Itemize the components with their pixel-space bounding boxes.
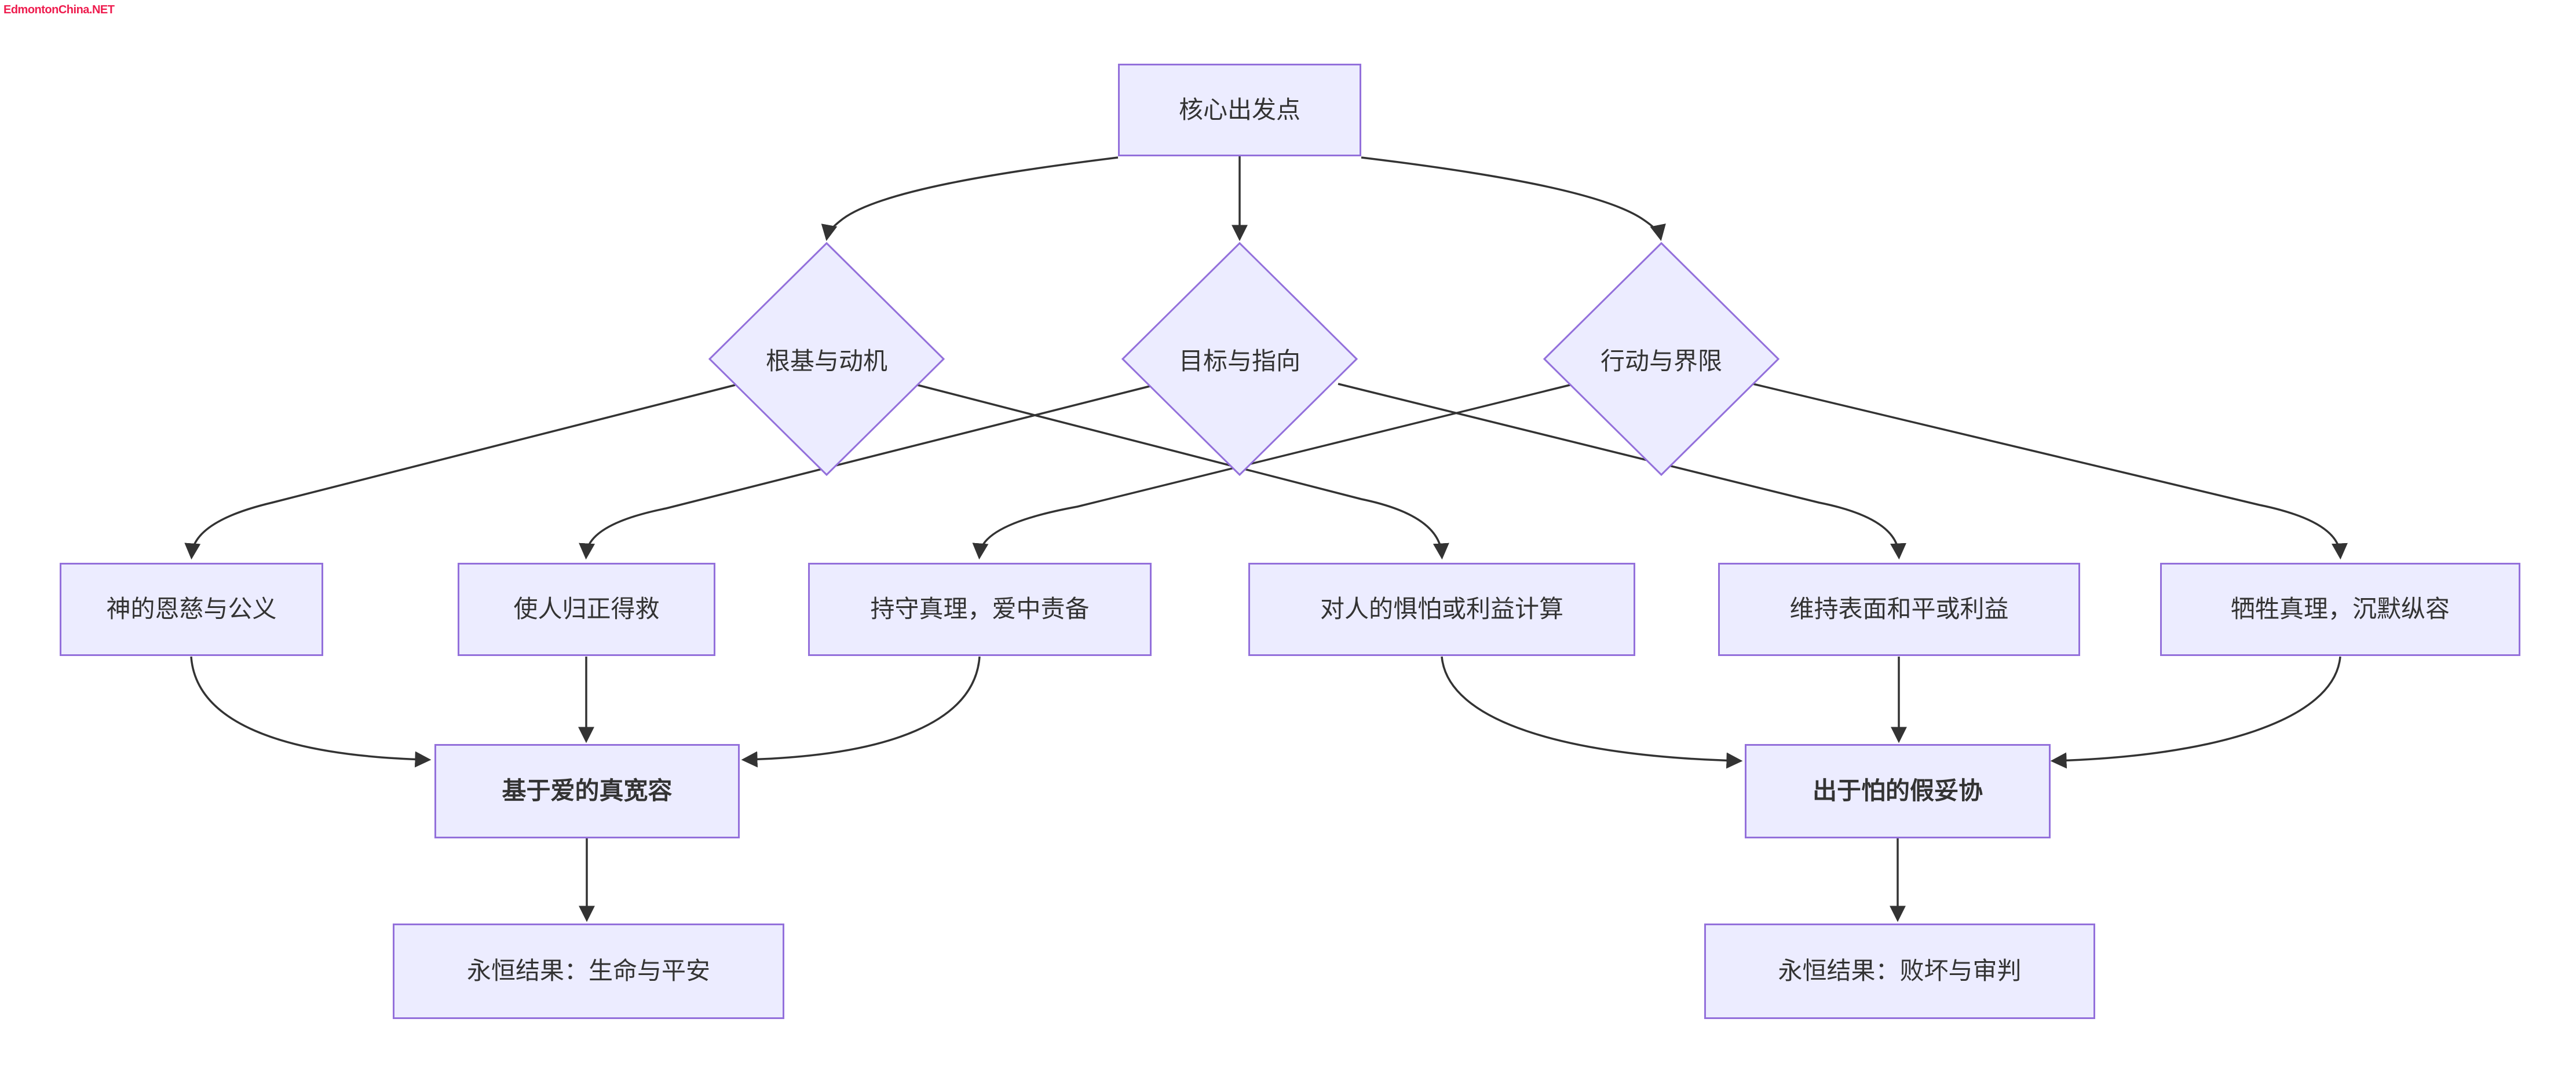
edge-G-K [741, 656, 981, 768]
edge-C-I [1338, 383, 1907, 560]
decision-diamond-action [1543, 241, 1780, 477]
edge-J-L [2050, 656, 2341, 769]
node-gods-kindness-and-justice: 神的恩慈与公义 [60, 563, 323, 656]
node-maintain-surface-peace-or-benefit: 维持表面和平或利益 [1718, 563, 2080, 656]
edge-A-D [1361, 156, 1666, 241]
node-sacrifice-truth-silent-condoning: 牺牲真理，沉默纵容 [2160, 563, 2520, 656]
edge-E-K [190, 656, 432, 768]
edge-B-H [917, 384, 1449, 560]
node-restore-people-to-salvation: 使人归正得救 [458, 563, 715, 656]
node-core-starting-point: 核心出发点 [1118, 64, 1361, 156]
node-eternal-result-life-and-peace: 永恒结果：生命与平安 [393, 924, 784, 1019]
node-fear-of-man-or-benefit-calculation: 对人的惧怕或利益计算 [1248, 563, 1635, 656]
decision-diamond-goal [1121, 241, 1358, 477]
node-hold-truth-rebuke-in-love: 持守真理，爱中责备 [808, 563, 1152, 656]
decision-diamond-foundation [708, 241, 945, 477]
node-eternal-result-corruption-and-judgment: 永恒结果：败坏与审判 [1704, 924, 2095, 1019]
node-true-tolerance-based-on-love: 基于爱的真宽容 [434, 744, 740, 838]
watermark-text: EdmontonChina.NET [3, 3, 115, 16]
edge-D-G [972, 383, 1573, 560]
edge-H-L [1441, 656, 1743, 769]
edge-C-F [579, 385, 1150, 560]
edge-A-B [821, 156, 1119, 241]
edge-B-E [184, 384, 736, 560]
edge-D-J [1752, 383, 2348, 560]
node-false-compromise-out-of-fear: 出于怕的假妥协 [1745, 744, 2051, 838]
